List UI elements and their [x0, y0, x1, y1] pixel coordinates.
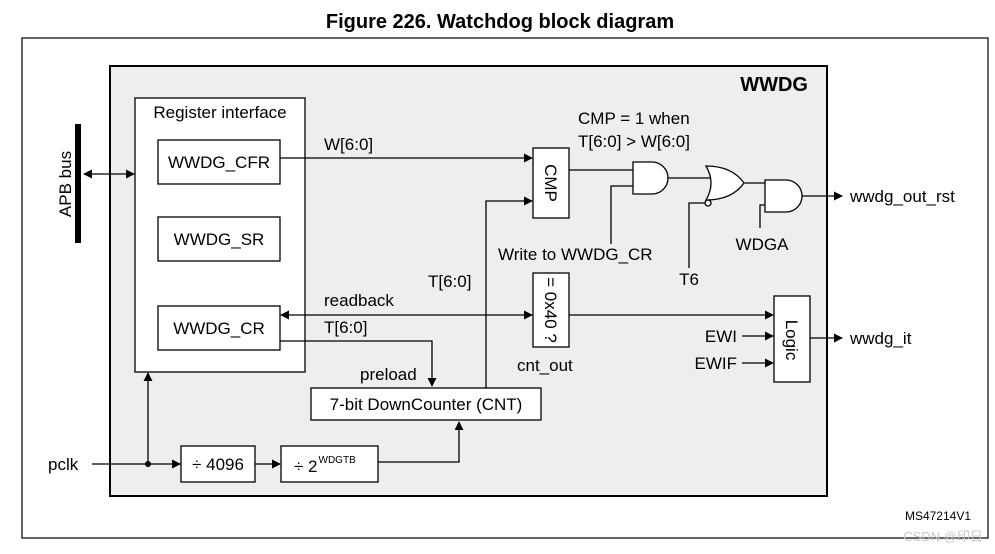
pclk-label: pclk — [48, 455, 79, 474]
ewif-label: EWIF — [695, 354, 738, 373]
wdga-label: WDGA — [736, 235, 790, 254]
t6-wire — [688, 202, 705, 268]
figure-id: MS47214V1 — [905, 509, 971, 523]
wwdg-sr-label: WWDG_SR — [174, 230, 265, 249]
wdga-wire — [759, 204, 765, 228]
ewi-label: EWI — [705, 327, 737, 346]
logic-block — [773, 295, 811, 383]
t-bits-cmp-label: T[6:0] — [428, 272, 471, 291]
interrupt-output-label: wwdg_it — [849, 329, 912, 348]
prescaler-wdgtb-base: ÷ 2 — [294, 457, 318, 476]
prescaler-wdgtb-block — [280, 445, 379, 483]
prescaler-4096-label: ÷ 4096 — [192, 455, 244, 474]
prescaler-wdgtb-label: ÷ 2WDGTB — [294, 455, 356, 476]
wwdg-cfr-register — [157, 139, 281, 185]
register-interface-title: Register interface — [153, 103, 286, 122]
cmp-block — [532, 147, 570, 219]
prescaler-to-counter-wire — [378, 421, 464, 463]
prescaler-wdgtb-exponent: WDGTB — [319, 455, 357, 466]
wwdg-sr-register — [157, 216, 281, 262]
reset-output-label: wwdg_out_rst — [849, 187, 955, 206]
cmp-note-line2: T[6:0] > W[6:0] — [578, 132, 690, 151]
equal-0x40-label: = 0x40 ? — [541, 277, 560, 343]
down-counter-label: 7-bit DownCounter (CNT) — [330, 395, 523, 414]
write-cr-wire — [610, 185, 633, 244]
write-to-cr-label: Write to WWDG_CR — [498, 245, 653, 264]
wwdg-block-title: WWDG — [740, 74, 808, 96]
inverter-bubble — [704, 199, 712, 207]
and-gate-2 — [764, 179, 803, 213]
or-gate — [704, 165, 745, 201]
cmp-label: CMP — [541, 164, 560, 202]
wwdg-cr-register — [157, 305, 281, 351]
w-bits-label: W[6:0] — [324, 135, 373, 154]
equal-0x40-block — [532, 272, 570, 348]
preload-wire — [280, 340, 437, 387]
and-gate-1 — [632, 161, 669, 195]
logic-label: Logic — [782, 320, 801, 361]
apb-bus-label: APB bus — [56, 151, 75, 217]
readback-label: readback — [324, 291, 394, 310]
down-counter-block — [310, 387, 542, 421]
figure-title: Figure 226. Watchdog block diagram — [326, 11, 674, 33]
t-bits-cmp-wire — [485, 196, 533, 388]
wwdg-cfr-label: WWDG_CFR — [168, 153, 270, 172]
preload-label: preload — [360, 365, 417, 384]
t6-label: T6 — [679, 270, 699, 289]
t-bits-preload-label: T[6:0] — [324, 318, 367, 337]
cnt-out-label: cnt_out — [517, 356, 573, 375]
watermark: CSDN @印日 — [903, 529, 983, 544]
cmp-note-line1: CMP = 1 when — [578, 109, 690, 128]
wwdg-cr-label: WWDG_CR — [173, 319, 265, 338]
